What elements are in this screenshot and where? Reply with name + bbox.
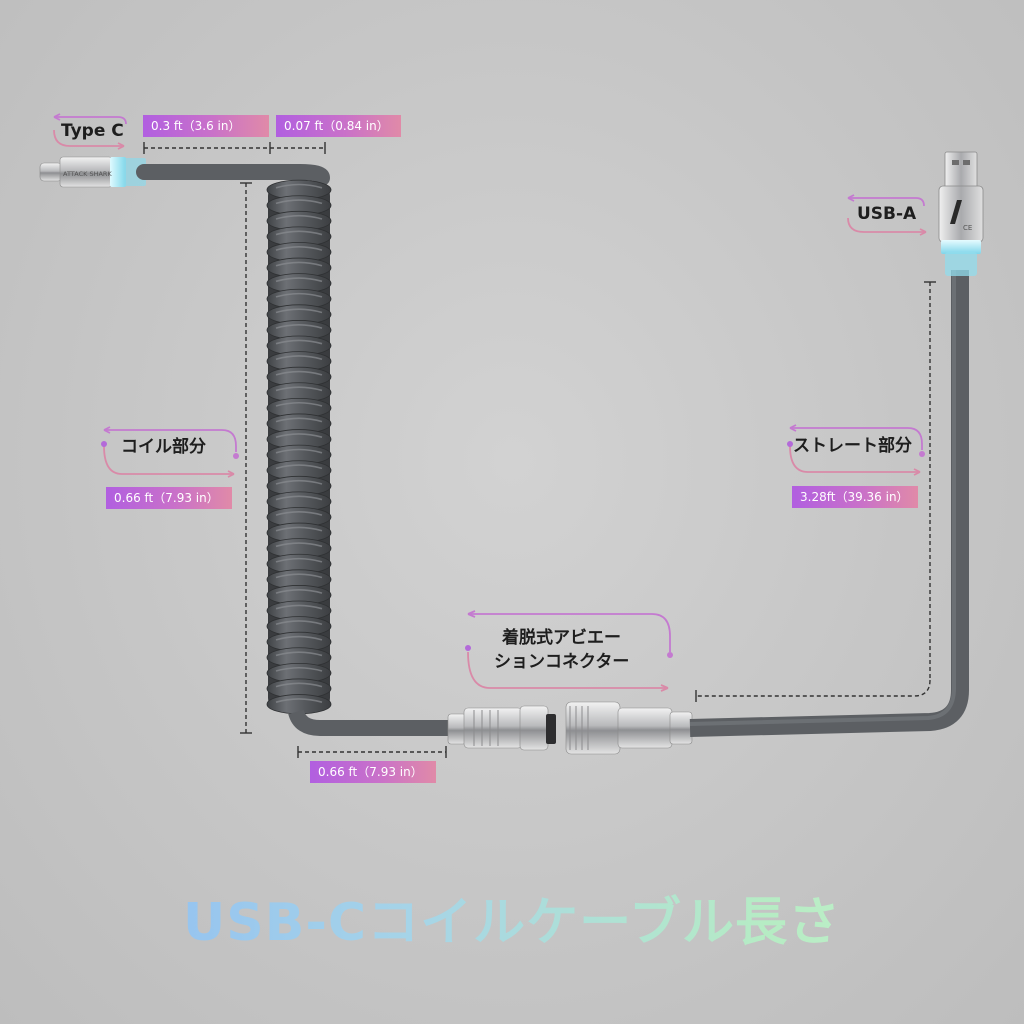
plug-length-badge: 0.3 ft（3.6 in） (143, 115, 269, 137)
coil-highlight (275, 261, 323, 267)
connector-label-line1: 着脱式アビエー (502, 628, 621, 648)
coil-loop (266, 694, 332, 715)
coil-highlight (275, 635, 323, 641)
straight-part-label: ストレート部分 (793, 436, 912, 456)
connector-label-line2: ションコネクター (494, 652, 630, 672)
coil-highlight (275, 339, 323, 345)
coil-highlight (275, 511, 323, 516)
coil-highlight (275, 199, 323, 205)
coil-highlight (275, 573, 323, 579)
type-c-label: Type C (61, 121, 124, 141)
coil-highlight (275, 401, 323, 407)
svg-text:CE: CE (963, 224, 972, 232)
coil-highlight (275, 666, 323, 672)
curved-arrow-icon (53, 113, 927, 692)
coil-length-badge: 0.66 ft（7.93 in） (106, 487, 232, 509)
coil-highlight (275, 183, 323, 189)
coil-highlight (275, 464, 323, 470)
coil-highlight (275, 682, 323, 688)
coil-highlight (275, 308, 323, 314)
brand-logo-icon (950, 200, 962, 224)
coil-highlight (275, 292, 323, 298)
coil-part-label: コイル部分 (121, 437, 206, 457)
coil-highlight (275, 698, 323, 703)
collar-length-badge: 0.07 ft（0.84 in） (276, 115, 401, 137)
coil-highlight (275, 355, 323, 361)
dimension-lines (143, 142, 936, 758)
coil-highlight (275, 651, 323, 657)
coil-highlight (275, 246, 323, 251)
coil-highlight (275, 214, 323, 220)
coil-highlight (275, 370, 323, 376)
coil-highlight (275, 495, 323, 501)
coil-highlight (275, 433, 323, 438)
page-title: USB-Cコイルケーブル長さ (0, 880, 1024, 955)
coil-highlight (275, 620, 323, 626)
coil-highlight (275, 557, 323, 563)
usb-a-plug-icon: CE (938, 151, 984, 276)
usb-a-label: USB-A (857, 204, 917, 224)
brand-print: ATTACK SHARK (63, 170, 112, 178)
coil-highlight (275, 417, 323, 423)
straight-length-badge: 3.28ft（39.36 in） (792, 486, 918, 508)
coil-highlight (275, 324, 323, 329)
coil-highlight (275, 277, 323, 283)
coil-highlight (275, 589, 323, 594)
coil-highlight (275, 526, 323, 532)
lower-length-badge: 0.66 ft（7.93 in） (310, 761, 436, 783)
coil-highlight (275, 386, 323, 392)
coil-highlight (275, 479, 323, 485)
aviator-connector-icon (447, 701, 693, 755)
coil-section (266, 179, 332, 715)
coil-highlight (275, 542, 323, 548)
coil-highlight (275, 230, 323, 236)
coil-highlight (275, 604, 323, 610)
coil-highlight (275, 448, 323, 454)
